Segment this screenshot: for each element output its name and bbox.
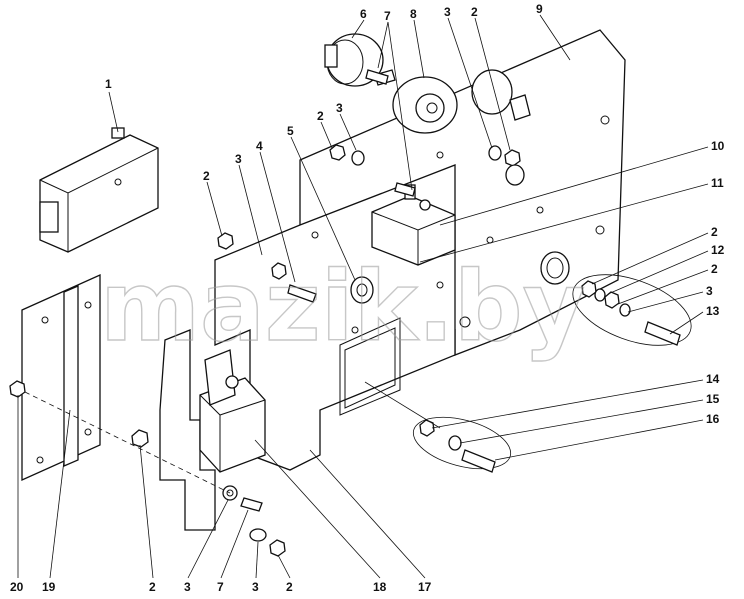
callout-label: 17 (418, 580, 432, 594)
callout-label: 2 (317, 109, 324, 123)
callout-label: 2 (471, 5, 478, 19)
callout-label: 18 (373, 580, 387, 594)
callout-label: 20 (10, 580, 24, 594)
hinge-plate-19 (21, 273, 101, 482)
leader-lines (17, 14, 709, 579)
callout-label: 19 (42, 580, 56, 594)
callout-label: 3 (184, 580, 191, 594)
callout-label: 2 (711, 225, 718, 239)
callout-labels: 1 2 3 4 5 6 7 8 3 2 9 2 3 10 11 2 12 2 3… (10, 2, 725, 594)
callout-label: 10 (711, 139, 725, 153)
callout-label: 14 (706, 372, 720, 386)
callout-label: 2 (286, 580, 293, 594)
nuts-washers (9, 69, 525, 557)
callout-label: 7 (217, 580, 224, 594)
callout-label: 9 (536, 2, 543, 16)
callout-label: 3 (252, 580, 259, 594)
callout-label: 7 (384, 9, 391, 23)
callout-label: 3 (444, 5, 451, 19)
hardware-group-14 (412, 416, 512, 473)
relay-bracket-18 (159, 329, 266, 531)
callout-label: 5 (287, 124, 294, 138)
callout-label: 1 (105, 77, 112, 91)
callout-label: 3 (336, 101, 343, 115)
callout-label: 15 (706, 392, 720, 406)
callout-label: 2 (149, 580, 156, 594)
callout-label: 8 (410, 7, 417, 21)
callout-label: 11 (711, 176, 724, 190)
callout-label: 2 (711, 262, 718, 276)
callout-label: 16 (706, 412, 720, 426)
callout-label: 6 (360, 7, 367, 21)
assembly-axis-line (24, 391, 231, 494)
callout-label: 3 (706, 284, 713, 298)
callout-label: 13 (706, 304, 720, 318)
terminal-block-1 (39, 127, 159, 253)
callout-label: 12 (711, 243, 725, 257)
pulley-8 (392, 76, 458, 134)
callout-label: 3 (235, 152, 242, 166)
callout-label: 4 (256, 139, 263, 153)
motor-right (471, 69, 531, 121)
hardware-group-12 (572, 274, 692, 346)
watermark-text: mazik.by (100, 251, 585, 363)
callout-label: 2 (203, 169, 210, 183)
